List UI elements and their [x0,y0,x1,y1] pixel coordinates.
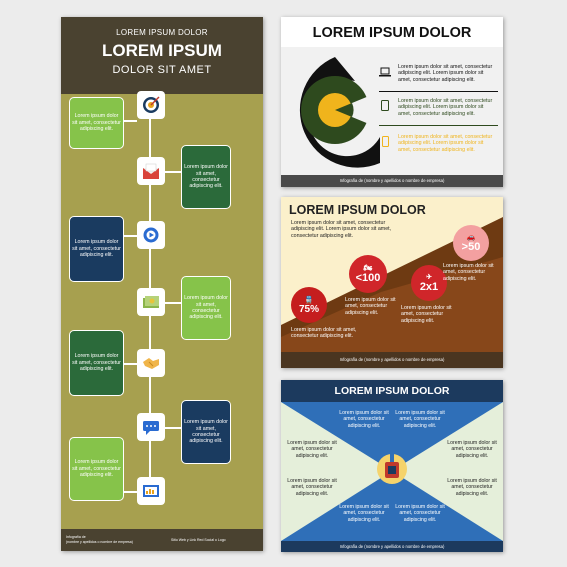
motorcycle-icon: 🏍 [363,265,373,272]
target-icon [137,91,165,119]
connector [123,363,137,365]
connector [123,120,137,122]
email-icon [137,157,165,185]
timeline-box-1: Lorem ipsum dolor sit amet, consectetur … [69,97,124,149]
footer-site: Sitio Web y Link Red Social o Logo [171,538,226,542]
phone-icon [382,134,389,147]
stat-text-2: Lorem ipsum dolor sit amet, consectetur … [345,297,396,316]
top-right-infographic: LOREM IPSUM DOLOR Lorem ipsum dolor sit … [281,17,503,187]
mid-right-title: LOREM IPSUM DOLOR [289,203,426,217]
top-right-header: LOREM IPSUM DOLOR [281,17,503,47]
concentric-pie-graphic [299,57,380,168]
divider [379,125,498,126]
bottom-right-title: LOREM IPSUM DOLOR [334,385,450,397]
divider [379,91,498,92]
stat-circle-3: ✈ 2x1 [411,265,447,301]
stat-text-3: Lorem ipsum dolor sit amet, consectetur … [401,305,452,324]
timeline-box-7: Lorem ipsum dolor sit amet, consectetur … [69,437,124,501]
stat-circle-1: 🚆 75% [291,287,327,323]
stat-circle-4: 🚗 >50 [453,225,489,261]
bottom-right-header: LOREM IPSUM DOLOR [281,380,503,402]
footer-credit-name: (nombre y apellidos o nombre de empresa) [66,540,133,544]
cross-background [281,402,503,541]
laptop-icon [379,64,391,77]
timeline-box-4: Lorem ipsum dolor sit amet, consectetur … [181,276,231,340]
footer-credit-label: Infografía de [66,535,86,539]
left-footer: Infografía de (nombre y apellidos o nomb… [61,529,263,551]
cross-text-left-bottom: Lorem ipsum dolor sit amet, consectetur … [287,478,337,497]
left-header-top: LOREM IPSUM DOLOR [116,28,208,37]
tr-item-text: Lorem ipsum dolor sit amet, consectetur … [398,64,493,83]
bottom-right-infographic: LOREM IPSUM DOLOR Lorem ipsum dolor sit … [281,380,503,552]
stat-text-1: Lorem ipsum dolor sit amet, consectetur … [291,327,357,340]
mid-right-infographic: LOREM IPSUM DOLOR Lorem ipsum dolor sit … [281,197,503,368]
cross-text-right-top: Lorem ipsum dolor sit amet, consectetur … [447,440,497,459]
connector [123,491,137,493]
top-right-footer: Infografía de (nombre y apellidos o nomb… [281,175,503,187]
tr-item-text: Lorem ipsum dolor sit amet, consectetur … [398,98,493,117]
money-icon [137,288,165,316]
connector [123,235,137,237]
mid-right-intro: Lorem ipsum dolor sit amet, consectetur … [291,220,392,239]
plane-icon: ✈ [426,274,432,281]
left-header-main: LOREM IPSUM [102,41,222,60]
train-icon: 🚆 [304,296,314,304]
left-header: LOREM IPSUM DOLOR LOREM IPSUM DOLOR SIT … [61,17,263,94]
mid-right-footer: Infografía de (nombre y apellidos o nomb… [281,352,503,368]
tr-item-text: Lorem ipsum dolor sit amet, consectetur … [398,134,493,153]
left-header-sub: DOLOR SIT AMET [112,64,212,76]
chat-icon [137,413,165,441]
toolbox-icon [383,448,401,486]
gear-play-icon [137,221,165,249]
presentation-icon [137,477,165,505]
stat-text-4: Lorem ipsum dolor sit amet, consectetur … [443,263,494,282]
tablet-icon [381,98,389,111]
cross-text-left-top: Lorem ipsum dolor sit amet, consectetur … [287,440,337,459]
connector [164,427,181,429]
cross-text-right-bottom: Lorem ipsum dolor sit amet, consectetur … [447,478,497,497]
cross-text-top-left: Lorem ipsum dolor sit amet, consectetur … [339,410,389,429]
top-right-title: LOREM IPSUM DOLOR [312,25,472,41]
car-icon: 🚗 [466,234,476,241]
timeline-box-5: Lorem ipsum dolor sit amet, consectetur … [69,330,124,396]
timeline-box-2: Lorem ipsum dolor sit amet, consectetur … [181,145,231,209]
left-infographic: LOREM IPSUM DOLOR LOREM IPSUM DOLOR SIT … [61,17,263,551]
cross-text-top-right: Lorem ipsum dolor sit amet, consectetur … [395,410,445,429]
cross-text-bottom-right: Lorem ipsum dolor sit amet, consectetur … [395,504,445,523]
timeline-box-6: Lorem ipsum dolor sit amet, consectetur … [181,400,231,464]
cross-text-bottom-left: Lorem ipsum dolor sit amet, consectetur … [339,504,389,523]
timeline-box-3: Lorem ipsum dolor sit amet, consectetur … [69,216,124,282]
connector [164,171,181,173]
bottom-right-footer: Infografía de (nombre y apellidos o nomb… [281,541,503,552]
handshake-icon [137,349,165,377]
mountain-background [281,217,503,368]
connector [164,302,181,304]
stat-circle-2: 🏍 <100 [349,255,387,293]
